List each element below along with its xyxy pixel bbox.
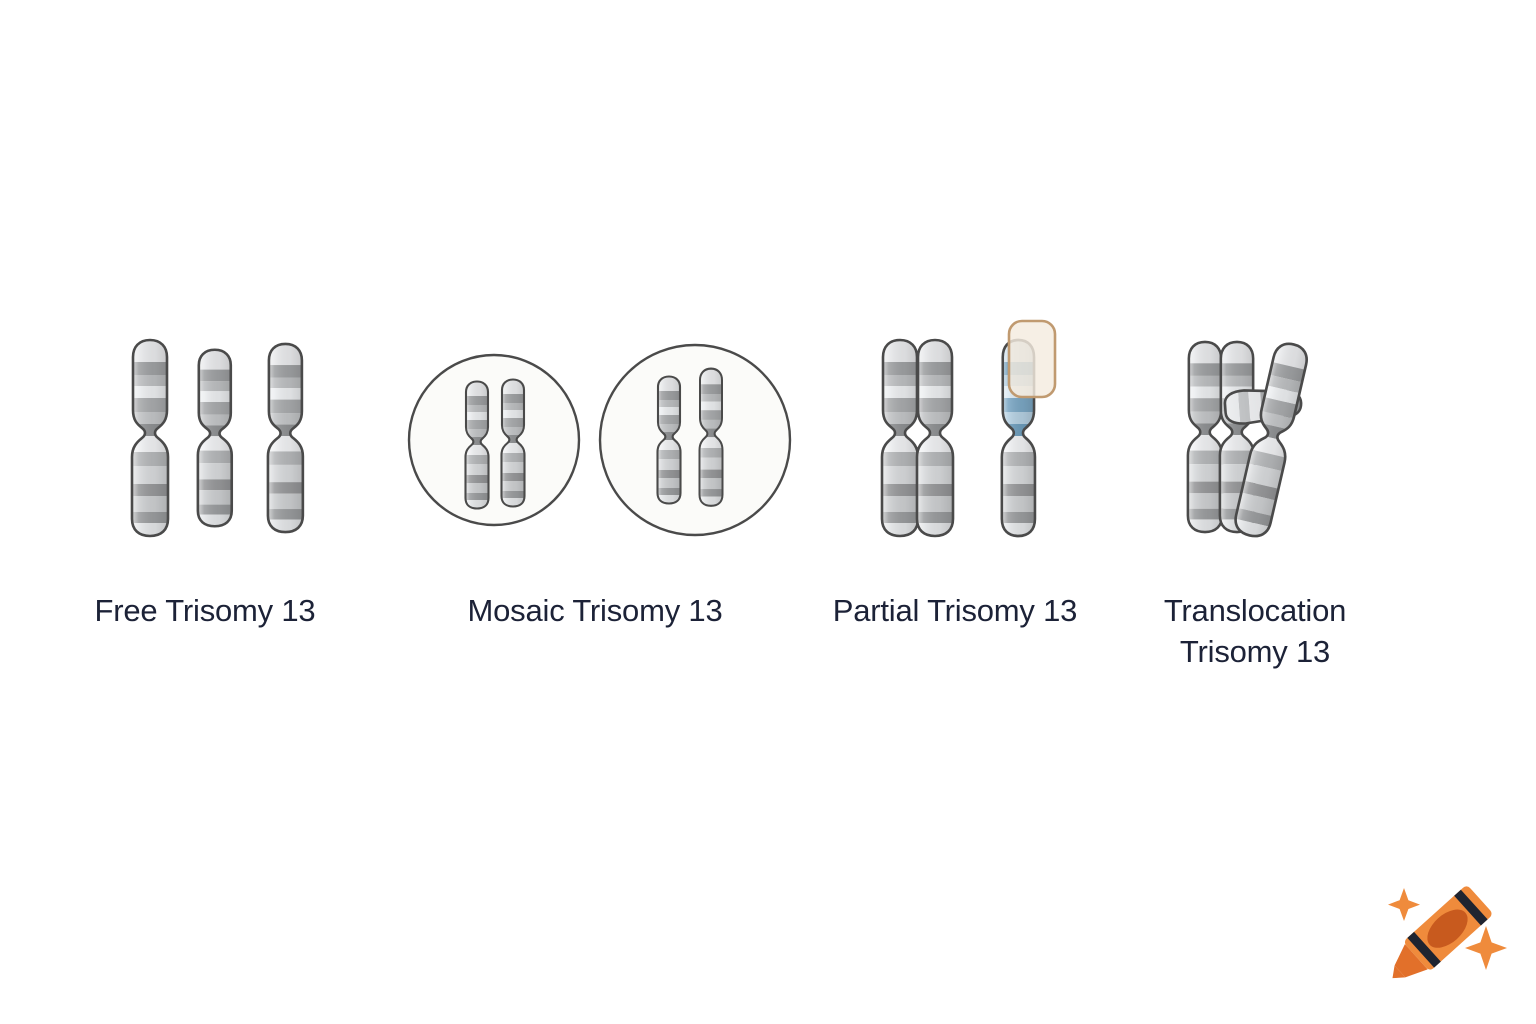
chromosome-derivative-translocation bbox=[1231, 339, 1313, 541]
chromosome-mosaic-2a bbox=[656, 375, 682, 505]
chromosome-mosaic-2b bbox=[698, 367, 724, 507]
caption-translocation-trisomy: Translocation Trisomy 13 bbox=[1163, 593, 1347, 670]
chromosome-free-2 bbox=[196, 348, 234, 528]
cell-membrane bbox=[598, 343, 792, 537]
chromatid-left bbox=[1186, 340, 1224, 534]
crayon-watermark bbox=[1372, 866, 1520, 994]
chromosome-mosaic-1b bbox=[500, 378, 526, 508]
chromosome-free-3 bbox=[266, 342, 305, 534]
partial-segment-highlight bbox=[1007, 319, 1057, 399]
panel-free-trisomy bbox=[130, 338, 305, 538]
crayon-body bbox=[1392, 886, 1492, 979]
mosaic-cell-1 bbox=[407, 353, 581, 527]
panel-partial-trisomy bbox=[880, 319, 1057, 538]
panel-translocation-trisomy bbox=[1186, 339, 1313, 541]
caption-free-trisomy: Free Trisomy 13 bbox=[94, 593, 316, 628]
mosaic-cell-2 bbox=[598, 343, 792, 537]
chromosome-free-1 bbox=[130, 338, 170, 538]
chromosome-mosaic-1a bbox=[464, 380, 490, 510]
sparkle-icon bbox=[1388, 888, 1420, 921]
panel-mosaic-trisomy bbox=[407, 343, 792, 537]
chromosome-pair-partial bbox=[880, 338, 955, 538]
sparkle-icon bbox=[1465, 926, 1507, 970]
crayon-icon bbox=[1388, 886, 1507, 979]
chromatid-right bbox=[915, 338, 955, 538]
chromatid-left bbox=[880, 338, 920, 538]
caption-partial-trisomy: Partial Trisomy 13 bbox=[832, 593, 1078, 628]
cell-membrane bbox=[407, 353, 581, 527]
caption-mosaic-trisomy: Mosaic Trisomy 13 bbox=[467, 593, 723, 628]
